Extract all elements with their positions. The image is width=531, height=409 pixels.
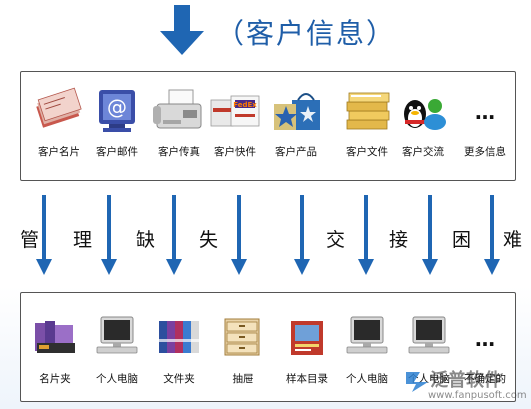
down-arrow-icon bbox=[484, 195, 500, 275]
label-char-1: 管 bbox=[20, 229, 40, 251]
brand-logo-icon bbox=[406, 372, 428, 392]
fax-machine-icon bbox=[149, 86, 209, 138]
down-arrow-icon bbox=[422, 195, 438, 275]
shopping-bag-icon bbox=[266, 86, 326, 138]
label-char-8: 难 bbox=[503, 229, 523, 251]
down-arrow-icon bbox=[166, 195, 182, 275]
label-char-6: 接 bbox=[389, 229, 409, 251]
storage-panel: 名片夹 个人电脑 文件夹 bbox=[20, 292, 516, 402]
item-files: 客户文件 bbox=[337, 86, 397, 159]
item-more: … 更多信息 bbox=[455, 86, 515, 159]
page-title: （客户信息） bbox=[216, 17, 397, 50]
item-drawer: 抽屉 bbox=[213, 313, 273, 386]
computer-icon bbox=[87, 313, 147, 365]
svg-text:FedEx: FedEx bbox=[233, 101, 257, 109]
item-label: 客户产品 bbox=[275, 146, 317, 158]
card-holder-icon bbox=[25, 313, 85, 365]
label-char-3: 缺 bbox=[136, 229, 156, 251]
item-label: 客户交流 bbox=[402, 146, 444, 158]
watermark-url: www.fanpusoft.com bbox=[428, 390, 527, 401]
item-card-holder: 名片夹 bbox=[25, 313, 85, 386]
down-arrow-icon bbox=[358, 195, 374, 275]
item-fax: 客户传真 bbox=[149, 86, 209, 159]
catalog-book-icon bbox=[277, 313, 337, 365]
item-folder: 文件夹 bbox=[149, 313, 209, 386]
ellipsis-text: … bbox=[475, 100, 495, 124]
item-label: 文件夹 bbox=[163, 373, 195, 385]
item-label: 客户名片 bbox=[38, 146, 80, 158]
item-label: 不确定的 bbox=[464, 373, 506, 385]
item-label: 抽屉 bbox=[232, 373, 254, 385]
down-arrow-icon bbox=[294, 195, 310, 275]
email-monitor-icon: @ bbox=[87, 86, 147, 138]
item-email: @ 客户邮件 bbox=[87, 86, 147, 159]
label-char-7: 困 bbox=[452, 229, 472, 251]
item-label: 名片夹 bbox=[39, 373, 71, 385]
fedex-package-icon: FedEx bbox=[205, 86, 265, 138]
item-chat: 客户交流 bbox=[393, 86, 453, 159]
label-char-2: 理 bbox=[73, 229, 93, 251]
computer-icon bbox=[399, 313, 459, 365]
item-catalog: 样本目录 bbox=[277, 313, 337, 386]
down-arrow-icon bbox=[231, 195, 247, 275]
item-business-cards: 客户名片 bbox=[29, 86, 89, 159]
binders-icon bbox=[149, 313, 209, 365]
svg-text:@: @ bbox=[107, 95, 127, 119]
item-label: 个人电脑 bbox=[96, 373, 138, 385]
item-pc: 个人电脑 bbox=[87, 313, 147, 386]
label-char-4: 失 bbox=[199, 229, 219, 251]
down-arrow-icon bbox=[36, 195, 52, 275]
customer-info-panel: 客户名片 @ 客户邮件 客户传真 bbox=[20, 71, 516, 181]
item-label: 个人电脑 bbox=[346, 373, 388, 385]
chat-penguin-icon bbox=[393, 86, 453, 138]
computer-icon bbox=[337, 313, 397, 365]
item-express: FedEx 客户快件 bbox=[205, 86, 265, 159]
item-label: 更多信息 bbox=[464, 146, 506, 158]
item-label: 客户文件 bbox=[346, 146, 388, 158]
item-products: 客户产品 bbox=[266, 86, 326, 159]
more-dots-icon: … bbox=[455, 313, 515, 365]
item-label: 客户快件 bbox=[214, 146, 256, 158]
label-char-5: 交 bbox=[326, 229, 346, 251]
watermark-brand: 泛普软件 bbox=[430, 370, 502, 391]
item-label: 样本目录 bbox=[286, 373, 328, 385]
more-dots-icon: … bbox=[455, 86, 515, 138]
down-arrow-icon bbox=[160, 5, 204, 55]
item-uncertain: … 不确定的 bbox=[455, 313, 515, 386]
item-label: 客户传真 bbox=[158, 146, 200, 158]
drawer-icon bbox=[213, 313, 273, 365]
down-arrow-icon bbox=[101, 195, 117, 275]
business-cards-icon bbox=[29, 86, 89, 138]
ellipsis-text: … bbox=[475, 327, 495, 351]
item-pc: 个人电脑 bbox=[337, 313, 397, 386]
file-stack-icon bbox=[337, 86, 397, 138]
watermark: 泛普软件 www.fanpusoft.com bbox=[404, 364, 528, 406]
item-label: 客户邮件 bbox=[96, 146, 138, 158]
